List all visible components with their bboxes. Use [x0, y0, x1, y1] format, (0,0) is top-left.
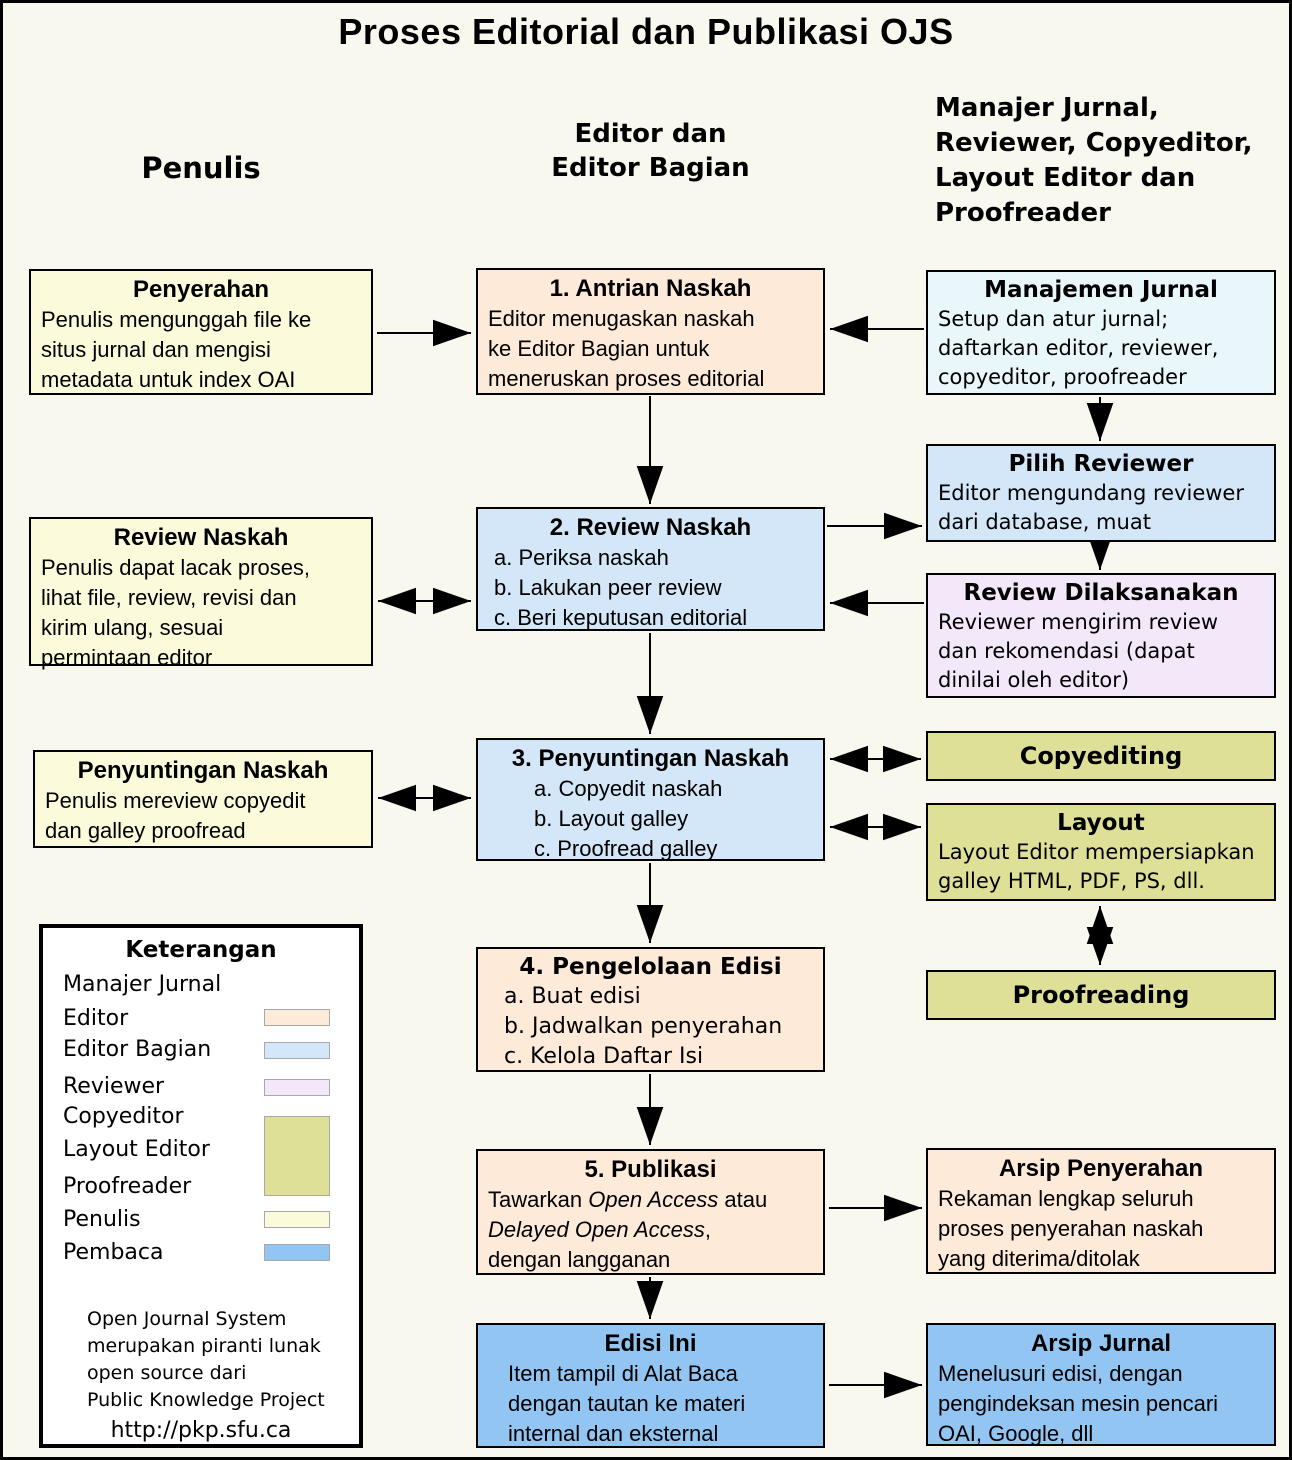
- legend-label-copyeditor: Copyeditor: [63, 1104, 184, 1129]
- box-proofreading-title: Proofreading: [1012, 980, 1190, 1009]
- box-publikasi-title: 5. Publikasi: [584, 1156, 717, 1183]
- box-antrian-naskah-title: 1. Antrian Naskah: [549, 275, 752, 302]
- box-review-naskah-title: 2. Review Naskah: [549, 514, 752, 541]
- legend-label-editor-bagian: Editor Bagian: [63, 1037, 212, 1062]
- box-penyerahan-title: Penyerahan: [132, 276, 270, 303]
- list-item: a. Copyedit naskah: [534, 776, 723, 801]
- box-arsip-jurnal: Arsip Jurnal Menelusuri edisi, dengan pe…: [926, 1323, 1276, 1446]
- legend-swatch-copyeditor-layout-proofreader: [264, 1116, 330, 1196]
- box-proofreading: Proofreading: [926, 970, 1276, 1020]
- box-manajemen-jurnal-title: Manajemen Jurnal: [984, 277, 1218, 303]
- legend-swatch-editor-bagian: [264, 1042, 330, 1059]
- box-review-naskah-items: a. Periksa naskah b. Lakukan peer review…: [478, 543, 823, 633]
- box-pengelolaan-edisi-items: a. Buat edisi b. Jadwalkan penyerahan c.…: [478, 982, 823, 1072]
- legend-label-manajer-jurnal: Manajer Jurnal: [63, 972, 222, 997]
- box-arsip-penyerahan-title: Arsip Penyerahan: [998, 1155, 1204, 1182]
- box-penyuntingan-naskah: 3. Penyuntingan Naskah a. Copyedit naska…: [476, 738, 825, 861]
- column-header-editor: Editor dan Editor Bagian: [551, 119, 750, 183]
- column-header-manajer: Manajer Jurnal, Reviewer, Copyeditor, La…: [935, 93, 1253, 228]
- box-antrian-naskah-body: Editor menugaskan naskah ke Editor Bagia…: [488, 306, 765, 391]
- box-pilih-reviewer: Pilih Reviewer Editor mengundang reviewe…: [926, 444, 1276, 542]
- box-arsip-penyerahan-body: Rekaman lengkap seluruh proses penyeraha…: [938, 1186, 1204, 1271]
- box-pilih-reviewer-body: Editor mengundang reviewer dari database…: [938, 481, 1244, 534]
- legend-label-reviewer: Reviewer: [63, 1074, 165, 1099]
- legend-swatch-editor: [264, 1009, 330, 1026]
- legend-label-pembaca: Pembaca: [63, 1240, 164, 1265]
- box-publikasi-body: Tawarkan Open Access atau Delayed Open A…: [488, 1187, 768, 1272]
- box-review-dilaksanakan-body: Reviewer mengirim review dan rekomendasi…: [938, 610, 1219, 692]
- box-penyerahan-body: Penulis mengunggah file ke situs jurnal …: [41, 307, 312, 392]
- list-item: c. Proofread galley: [534, 836, 718, 861]
- legend-swatch-pembaca: [264, 1244, 330, 1261]
- box-review-naskah: 2. Review Naskah a. Periksa naskah b. La…: [476, 507, 825, 631]
- box-review-naskah-penulis-body: Penulis dapat lacak proses, lihat file, …: [41, 555, 311, 670]
- box-publikasi: 5. Publikasi Tawarkan Open Access atau D…: [476, 1149, 825, 1275]
- box-penyuntingan-naskah-penulis-title: Penyuntingan Naskah: [77, 757, 329, 784]
- box-penyuntingan-naskah-items: a. Copyedit naskah b. Layout galley c. P…: [478, 774, 823, 864]
- box-arsip-penyerahan: Arsip Penyerahan Rekaman lengkap seluruh…: [926, 1148, 1276, 1274]
- list-item: b. Layout galley: [534, 806, 689, 831]
- legend-url: http://pkp.sfu.ca: [110, 1418, 292, 1443]
- legend-title: Keterangan: [125, 937, 277, 963]
- legend-label-layout-editor: Layout Editor: [63, 1137, 210, 1162]
- box-pilih-reviewer-title: Pilih Reviewer: [1008, 451, 1194, 477]
- box-layout-title: Layout: [1057, 810, 1145, 836]
- box-edisi-ini-body: Item tampil di Alat Baca dengan tautan k…: [508, 1361, 746, 1446]
- box-review-dilaksanakan: Review Dilaksanakan Reviewer mengirim re…: [926, 573, 1276, 698]
- box-penyuntingan-naskah-penulis-body: Penulis mereview copyedit dan galley pro…: [45, 788, 306, 843]
- legend: Keterangan Manajer Jurnal Editor Editor …: [39, 924, 363, 1448]
- box-penyerahan: Penyerahan Penulis mengunggah file ke si…: [29, 269, 373, 395]
- box-penyuntingan-naskah-penulis: Penyuntingan Naskah Penulis mereview cop…: [33, 750, 373, 848]
- box-review-dilaksanakan-title: Review Dilaksanakan: [963, 580, 1239, 606]
- box-arsip-jurnal-body: Menelusuri edisi, dengan pengindeksan me…: [938, 1361, 1219, 1446]
- box-edisi-ini-title: Edisi Ini: [604, 1330, 697, 1357]
- legend-label-proofreader: Proofreader: [63, 1174, 192, 1199]
- legend-label-editor: Editor: [63, 1006, 129, 1031]
- list-item: b. Jadwalkan penyerahan: [504, 1014, 783, 1039]
- box-edisi-ini: Edisi Ini Item tampil di Alat Baca denga…: [476, 1323, 825, 1448]
- legend-footer: Open Journal System merupakan piranti lu…: [87, 1308, 325, 1411]
- box-pengelolaan-edisi: 4. Pengelolaan Edisi a. Buat edisi b. Ja…: [476, 947, 825, 1072]
- box-layout-body: Layout Editor mempersiapkan galley HTML,…: [938, 840, 1255, 893]
- legend-label-penulis: Penulis: [63, 1207, 141, 1232]
- page-title: Proses Editorial dan Publikasi OJS: [338, 11, 954, 52]
- box-layout: Layout Layout Editor mempersiapkan galle…: [926, 803, 1276, 901]
- list-item: a. Buat edisi: [504, 984, 641, 1009]
- list-item: a. Periksa naskah: [494, 545, 669, 570]
- column-header-penulis: Penulis: [141, 151, 261, 185]
- legend-swatch-reviewer: [264, 1079, 330, 1096]
- list-item: b. Lakukan peer review: [494, 575, 722, 600]
- box-review-naskah-penulis: Review Naskah Penulis dapat lacak proses…: [29, 517, 373, 670]
- list-item: c. Kelola Daftar Isi: [504, 1044, 704, 1069]
- box-arsip-jurnal-title: Arsip Jurnal: [1030, 1330, 1172, 1357]
- box-copyediting-title: Copyediting: [1019, 741, 1183, 770]
- box-antrian-naskah: 1. Antrian Naskah Editor menugaskan nask…: [476, 268, 825, 395]
- legend-swatch-penulis: [264, 1211, 330, 1228]
- box-manajemen-jurnal-body: Setup dan atur jurnal; daftarkan editor,…: [938, 307, 1219, 389]
- box-copyediting: Copyediting: [926, 731, 1276, 781]
- box-pengelolaan-edisi-title: 4. Pengelolaan Edisi: [519, 954, 782, 980]
- box-manajemen-jurnal: Manajemen Jurnal Setup dan atur jurnal; …: [926, 270, 1276, 395]
- list-item: c. Beri keputusan editorial: [494, 605, 748, 630]
- box-review-naskah-penulis-title: Review Naskah: [113, 524, 289, 551]
- box-penyuntingan-naskah-title: 3. Penyuntingan Naskah: [511, 745, 790, 772]
